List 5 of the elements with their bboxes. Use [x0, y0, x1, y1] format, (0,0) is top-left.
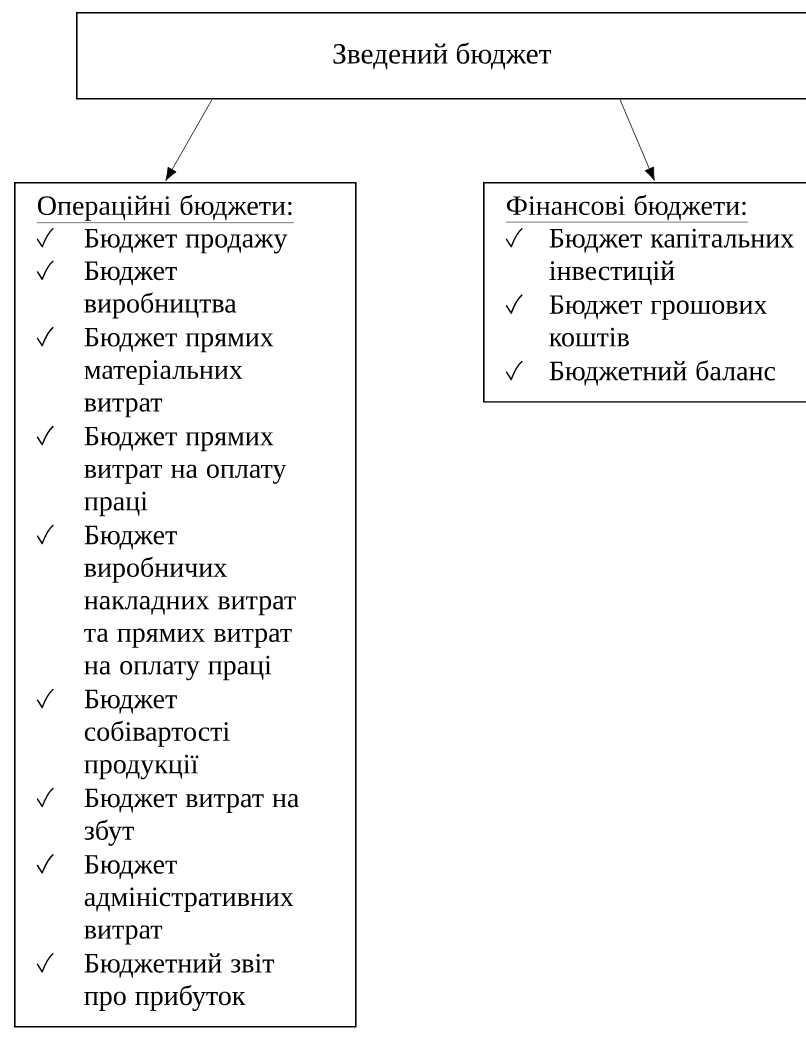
- budget-box: Зведений бюджет: [76, 12, 806, 100]
- budget-list-box: Фінансові бюджети: Бюджет капітальних інвестицій Бюджет грошових коштів Бюджетний баланс: [483, 182, 806, 403]
- arrow: [165, 99, 213, 181]
- arrow: [619, 99, 655, 181]
- budget-list-box: Операційні бюджети: Бюджет продажу Бюджет виробництва Бюджет прямих матеріальних витрат Бюджет прямих витрат на оплату праці Бюджет виробничих накладних витрат та прямих витрат на оплату праці Бюджет собівартості продукції Бюджет витрат на збут Бюджет адміністративних витрат Бюджетний звіт про прибуток: [14, 182, 357, 1028]
